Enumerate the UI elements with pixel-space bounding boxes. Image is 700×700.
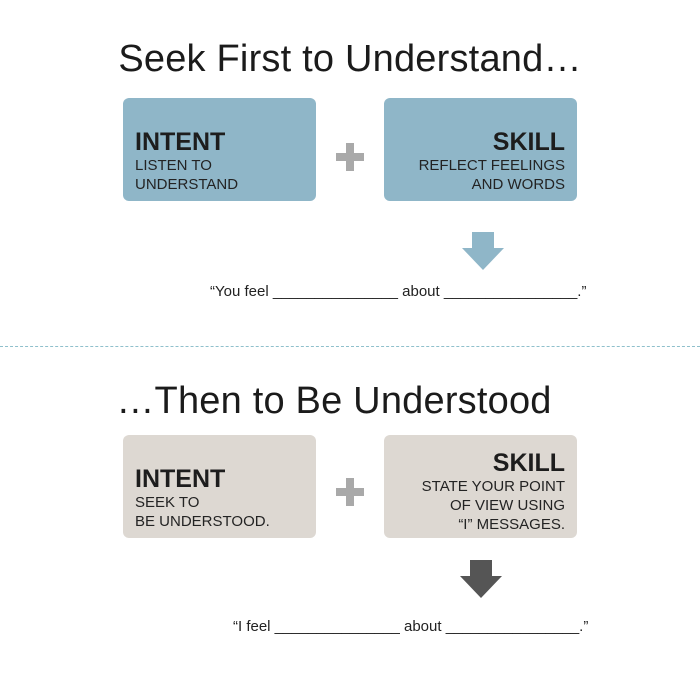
- skill-line-2: AND WORDS: [471, 176, 565, 193]
- intent-line-2: UNDERSTAND: [135, 176, 239, 193]
- intent-title: INTENT: [135, 465, 226, 493]
- reflect-sentence: “You feel _______________ about ________…: [210, 283, 587, 300]
- intent-line-2: BE UNDERSTOOD.: [135, 513, 270, 530]
- intent-box-understood: INTENT SEEK TO BE UNDERSTOOD.: [123, 435, 316, 538]
- intent-box-listen: INTENT LISTEN TO UNDERSTAND: [123, 98, 316, 201]
- plus-icon: [336, 143, 364, 171]
- skill-box-state: SKILL STATE YOUR POINT OF VIEW USING “I”…: [384, 435, 577, 538]
- i-message-sentence: “I feel _______________ about __________…: [233, 618, 589, 635]
- skill-line-1: STATE YOUR POINT: [421, 478, 565, 495]
- intent-title: INTENT: [135, 128, 226, 156]
- intent-line-1: SEEK TO: [135, 494, 200, 511]
- bottom-heading: …Then to Be Understood: [116, 380, 552, 422]
- skill-title: SKILL: [492, 128, 565, 156]
- top-heading: Seek First to Understand…: [118, 38, 582, 80]
- skill-box-reflect: SKILL REFLECT FEELINGS AND WORDS: [384, 98, 577, 201]
- plus-icon: [336, 478, 364, 506]
- down-arrow-icon: [462, 232, 504, 270]
- skill-title: SKILL: [492, 449, 565, 477]
- down-arrow-icon: [460, 560, 502, 598]
- skill-line-2: OF VIEW USING: [449, 497, 565, 514]
- skill-line-3: “I” MESSAGES.: [458, 516, 565, 533]
- section-divider: [0, 346, 700, 347]
- intent-line-1: LISTEN TO: [135, 157, 212, 174]
- skill-line-1: REFLECT FEELINGS: [418, 157, 565, 174]
